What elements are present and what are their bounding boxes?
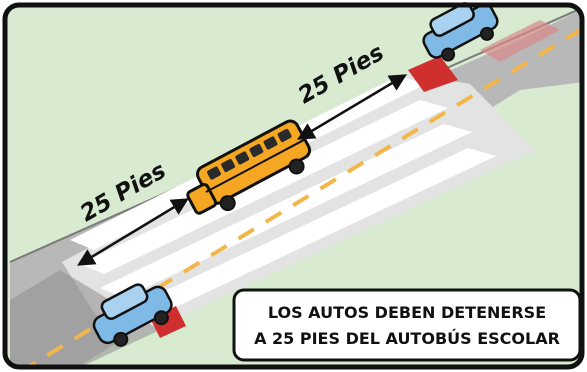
road-tail-glow xyxy=(480,20,560,62)
double-arrow-icon xyxy=(296,74,408,140)
double-arrow-icon xyxy=(77,198,189,266)
caption-box: LOS AUTOS DEBEN DETENERSE A 25 PIES DEL … xyxy=(232,288,582,362)
caption-line-2: A 25 PIES DEL AUTOBÚS ESCOLAR xyxy=(254,329,560,348)
car-icon xyxy=(422,2,499,62)
caption-line-1: LOS AUTOS DEBEN DETENERSE xyxy=(268,303,546,322)
stop-zone-front xyxy=(408,56,458,92)
car-icon xyxy=(92,283,173,347)
